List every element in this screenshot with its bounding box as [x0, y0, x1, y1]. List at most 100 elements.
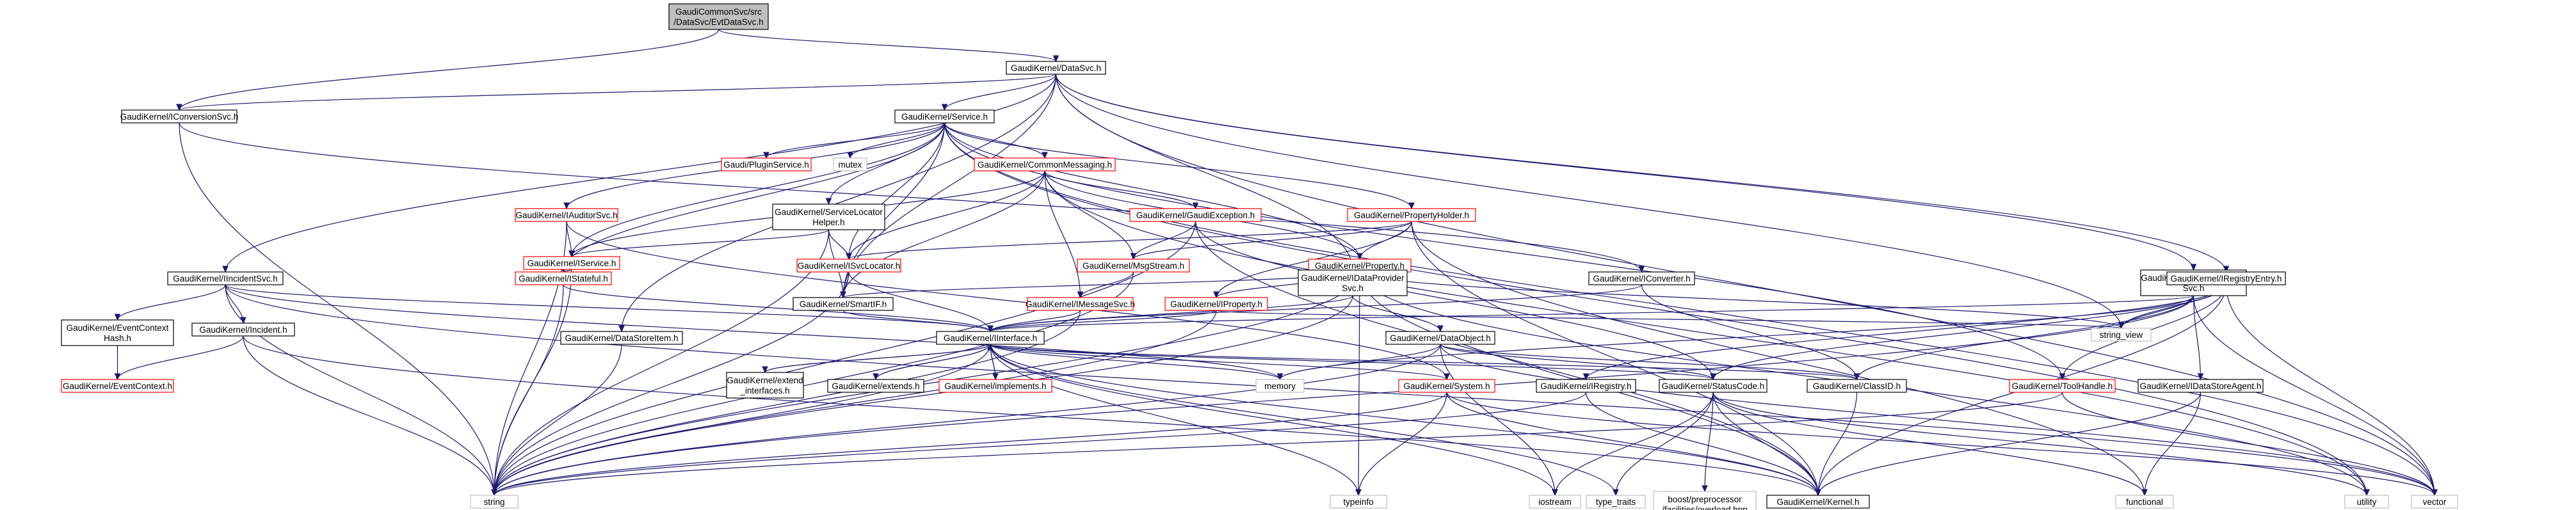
- node-iregistry[interactable]: GaudiKernel/IRegistry.h: [1536, 379, 1636, 393]
- node-memory[interactable]: memory: [1255, 379, 1305, 393]
- edge-line: [1055, 74, 2227, 273]
- node-typetraits[interactable]: type_traits: [1586, 495, 1646, 509]
- edge-arrowhead: [1444, 373, 1450, 381]
- edge-statuscode-to-functional: [1712, 392, 2148, 497]
- node-box: [1255, 379, 1305, 393]
- node-smartif[interactable]: GaudiKernel/SmartIF.h: [793, 297, 894, 311]
- node-utility[interactable]: utility: [2344, 495, 2389, 509]
- node-box: [470, 495, 519, 509]
- edge-line: [225, 284, 991, 332]
- edge-line: [1712, 392, 2367, 496]
- edge-system-to-typeinfo: [1355, 392, 1447, 497]
- node-functional[interactable]: functional: [2115, 495, 2174, 509]
- node-datasvc[interactable]: GaudiKernel/DataSvc.h: [1006, 61, 1106, 75]
- edge-arrowhead: [1077, 291, 1084, 299]
- node-msgstream[interactable]: GaudiKernel/MsgStream.h: [1077, 259, 1190, 273]
- node-iservice[interactable]: GaudiKernel/IService.h: [523, 256, 620, 270]
- node-iregentry[interactable]: GaudiKernel/IRegistryEntry.h: [2166, 271, 2286, 285]
- node-extinterfaces[interactable]: GaudiKernel/extend_interfaces.h: [726, 372, 804, 399]
- node-isvclocator[interactable]: GaudiKernel/ISvcLocator.h: [796, 259, 901, 273]
- edge-arrowhead: [1638, 266, 1645, 273]
- node-typeinfo[interactable]: typeinfo: [1330, 495, 1387, 509]
- edge-datastoreitem-to-string: [491, 344, 622, 497]
- node-ipluginsvc[interactable]: Gaudi/PluginService.h: [721, 157, 812, 171]
- edge-line: [563, 122, 946, 273]
- node-idatastoreagent[interactable]: GaudiKernel/IDataStoreAgent.h: [2137, 379, 2264, 393]
- node-kernel[interactable]: GaudiKernel/Kernel.h: [1766, 495, 1870, 509]
- edge-line: [225, 284, 495, 496]
- node-box: [894, 109, 995, 124]
- node-iconverter[interactable]: GaudiKernel/IConverter.h: [1588, 271, 1695, 285]
- node-stringview[interactable]: string_view: [2091, 328, 2152, 342]
- node-string[interactable]: string: [470, 495, 519, 509]
- node-system[interactable]: GaudiKernel/System.h: [1398, 379, 1495, 393]
- edge-propholder-to-property: [1356, 221, 1412, 260]
- node-box: [2411, 495, 2458, 509]
- node-root[interactable]: GaudiCommonSvc/src/DataSvc/EvtDataSvc.h: [668, 3, 769, 30]
- edge-line: [944, 122, 2367, 496]
- node-label: GaudiKernel/ISvcLocator.h: [798, 261, 901, 271]
- node-classid[interactable]: GaudiKernel/ClassID.h: [1807, 379, 1907, 393]
- node-iinterface[interactable]: GaudiKernel/IInterface.h: [936, 331, 1045, 345]
- node-box: [167, 271, 284, 285]
- node-iauditorsvc[interactable]: GaudiKernel/IAuditorSvc.h: [515, 208, 618, 222]
- node-vector[interactable]: vector: [2411, 495, 2458, 509]
- node-extends[interactable]: GaudiKernel/extends.h: [827, 379, 924, 393]
- edge-line: [842, 170, 1045, 298]
- edge-iinterface-to-kernel: [990, 344, 1821, 497]
- edge-line: [766, 122, 946, 159]
- node-istateful[interactable]: GaudiKernel/IStateful.h: [515, 271, 612, 285]
- nodes-layer: GaudiCommonSvc/src/DataSvc/EvtDataSvc.hG…: [61, 3, 2458, 510]
- node-commonmsg[interactable]: GaudiKernel/CommonMessaging.h: [974, 157, 1116, 171]
- node-statuscode[interactable]: GaudiKernel/StatusCode.h: [1659, 379, 1767, 393]
- node-boostpp[interactable]: boost/preprocessor/facilities/overload.h…: [1653, 491, 1757, 510]
- node-toolhandle[interactable]: GaudiKernel/ToolHandle.h: [2009, 379, 2116, 393]
- edge-line: [848, 170, 1045, 260]
- node-iostream[interactable]: iostream: [1529, 495, 1581, 509]
- node-iproperty[interactable]: GaudiKernel/IProperty.h: [1164, 297, 1268, 311]
- node-label: GaudiKernel/System.h: [1403, 381, 1490, 391]
- node-propholder[interactable]: GaudiKernel/PropertyHolder.h: [1347, 208, 1476, 222]
- edge-line: [764, 344, 991, 373]
- node-iincsvc[interactable]: GaudiKernel/IIncidentSvc.h: [167, 271, 284, 285]
- edge-line: [571, 229, 830, 257]
- node-property[interactable]: GaudiKernel/Property.h: [1308, 259, 1412, 273]
- edge-incident-to-string: [243, 335, 497, 497]
- node-mutex[interactable]: mutex: [833, 157, 867, 171]
- node-iconvsvc[interactable]: GaudiKernel/IConversionSvc.h: [120, 109, 239, 124]
- edge-line: [1044, 170, 1134, 260]
- node-service[interactable]: GaudiKernel/Service.h: [894, 109, 995, 124]
- edge-line: [494, 392, 2063, 496]
- edge-iinterface-to-statuscode: [990, 344, 1716, 381]
- node-box: [721, 157, 812, 171]
- edge-service-to-propholder: [944, 122, 1415, 210]
- edge-line: [990, 344, 1556, 496]
- node-label: GaudiKernel/IStateful.h: [519, 274, 608, 283]
- node-gaudiexc[interactable]: GaudiKernel/GaudiException.h: [1129, 208, 1262, 222]
- edge-datasvc-to-service: [941, 74, 1057, 111]
- edge-line: [1712, 392, 1819, 496]
- node-incident[interactable]: GaudiKernel/Incident.h: [191, 323, 295, 337]
- edge-line: [1195, 221, 1819, 496]
- edge-idataprov-to-dataobject: [1352, 295, 1444, 333]
- node-label: utility: [2357, 497, 2377, 507]
- node-dataobject[interactable]: GaudiKernel/DataObject.h: [1385, 331, 1495, 345]
- edge-line: [117, 335, 244, 380]
- edge-line: [1856, 295, 2194, 380]
- node-evtctx[interactable]: GaudiKernel/EventContext.h: [61, 379, 174, 393]
- node-box: [1659, 379, 1767, 393]
- edge-iincsvc-to-string: [225, 284, 497, 497]
- node-datastoreitem[interactable]: GaudiKernel/DataStoreItem.h: [560, 331, 683, 345]
- edge-line: [990, 344, 1819, 496]
- node-imsgsvc[interactable]: GaudiKernel/IMessageSvc.h: [1026, 297, 1135, 311]
- node-label: _interfaces.h: [739, 386, 789, 395]
- edge-toolhandle-to-vector: [2061, 392, 2438, 497]
- node-box: [827, 379, 924, 393]
- edge-root-to-iconvsvc: [176, 29, 720, 111]
- node-implements[interactable]: GaudiKernel/implements.h: [938, 379, 1052, 393]
- edge-line: [1712, 284, 2227, 380]
- edge-arrowhead: [222, 266, 229, 273]
